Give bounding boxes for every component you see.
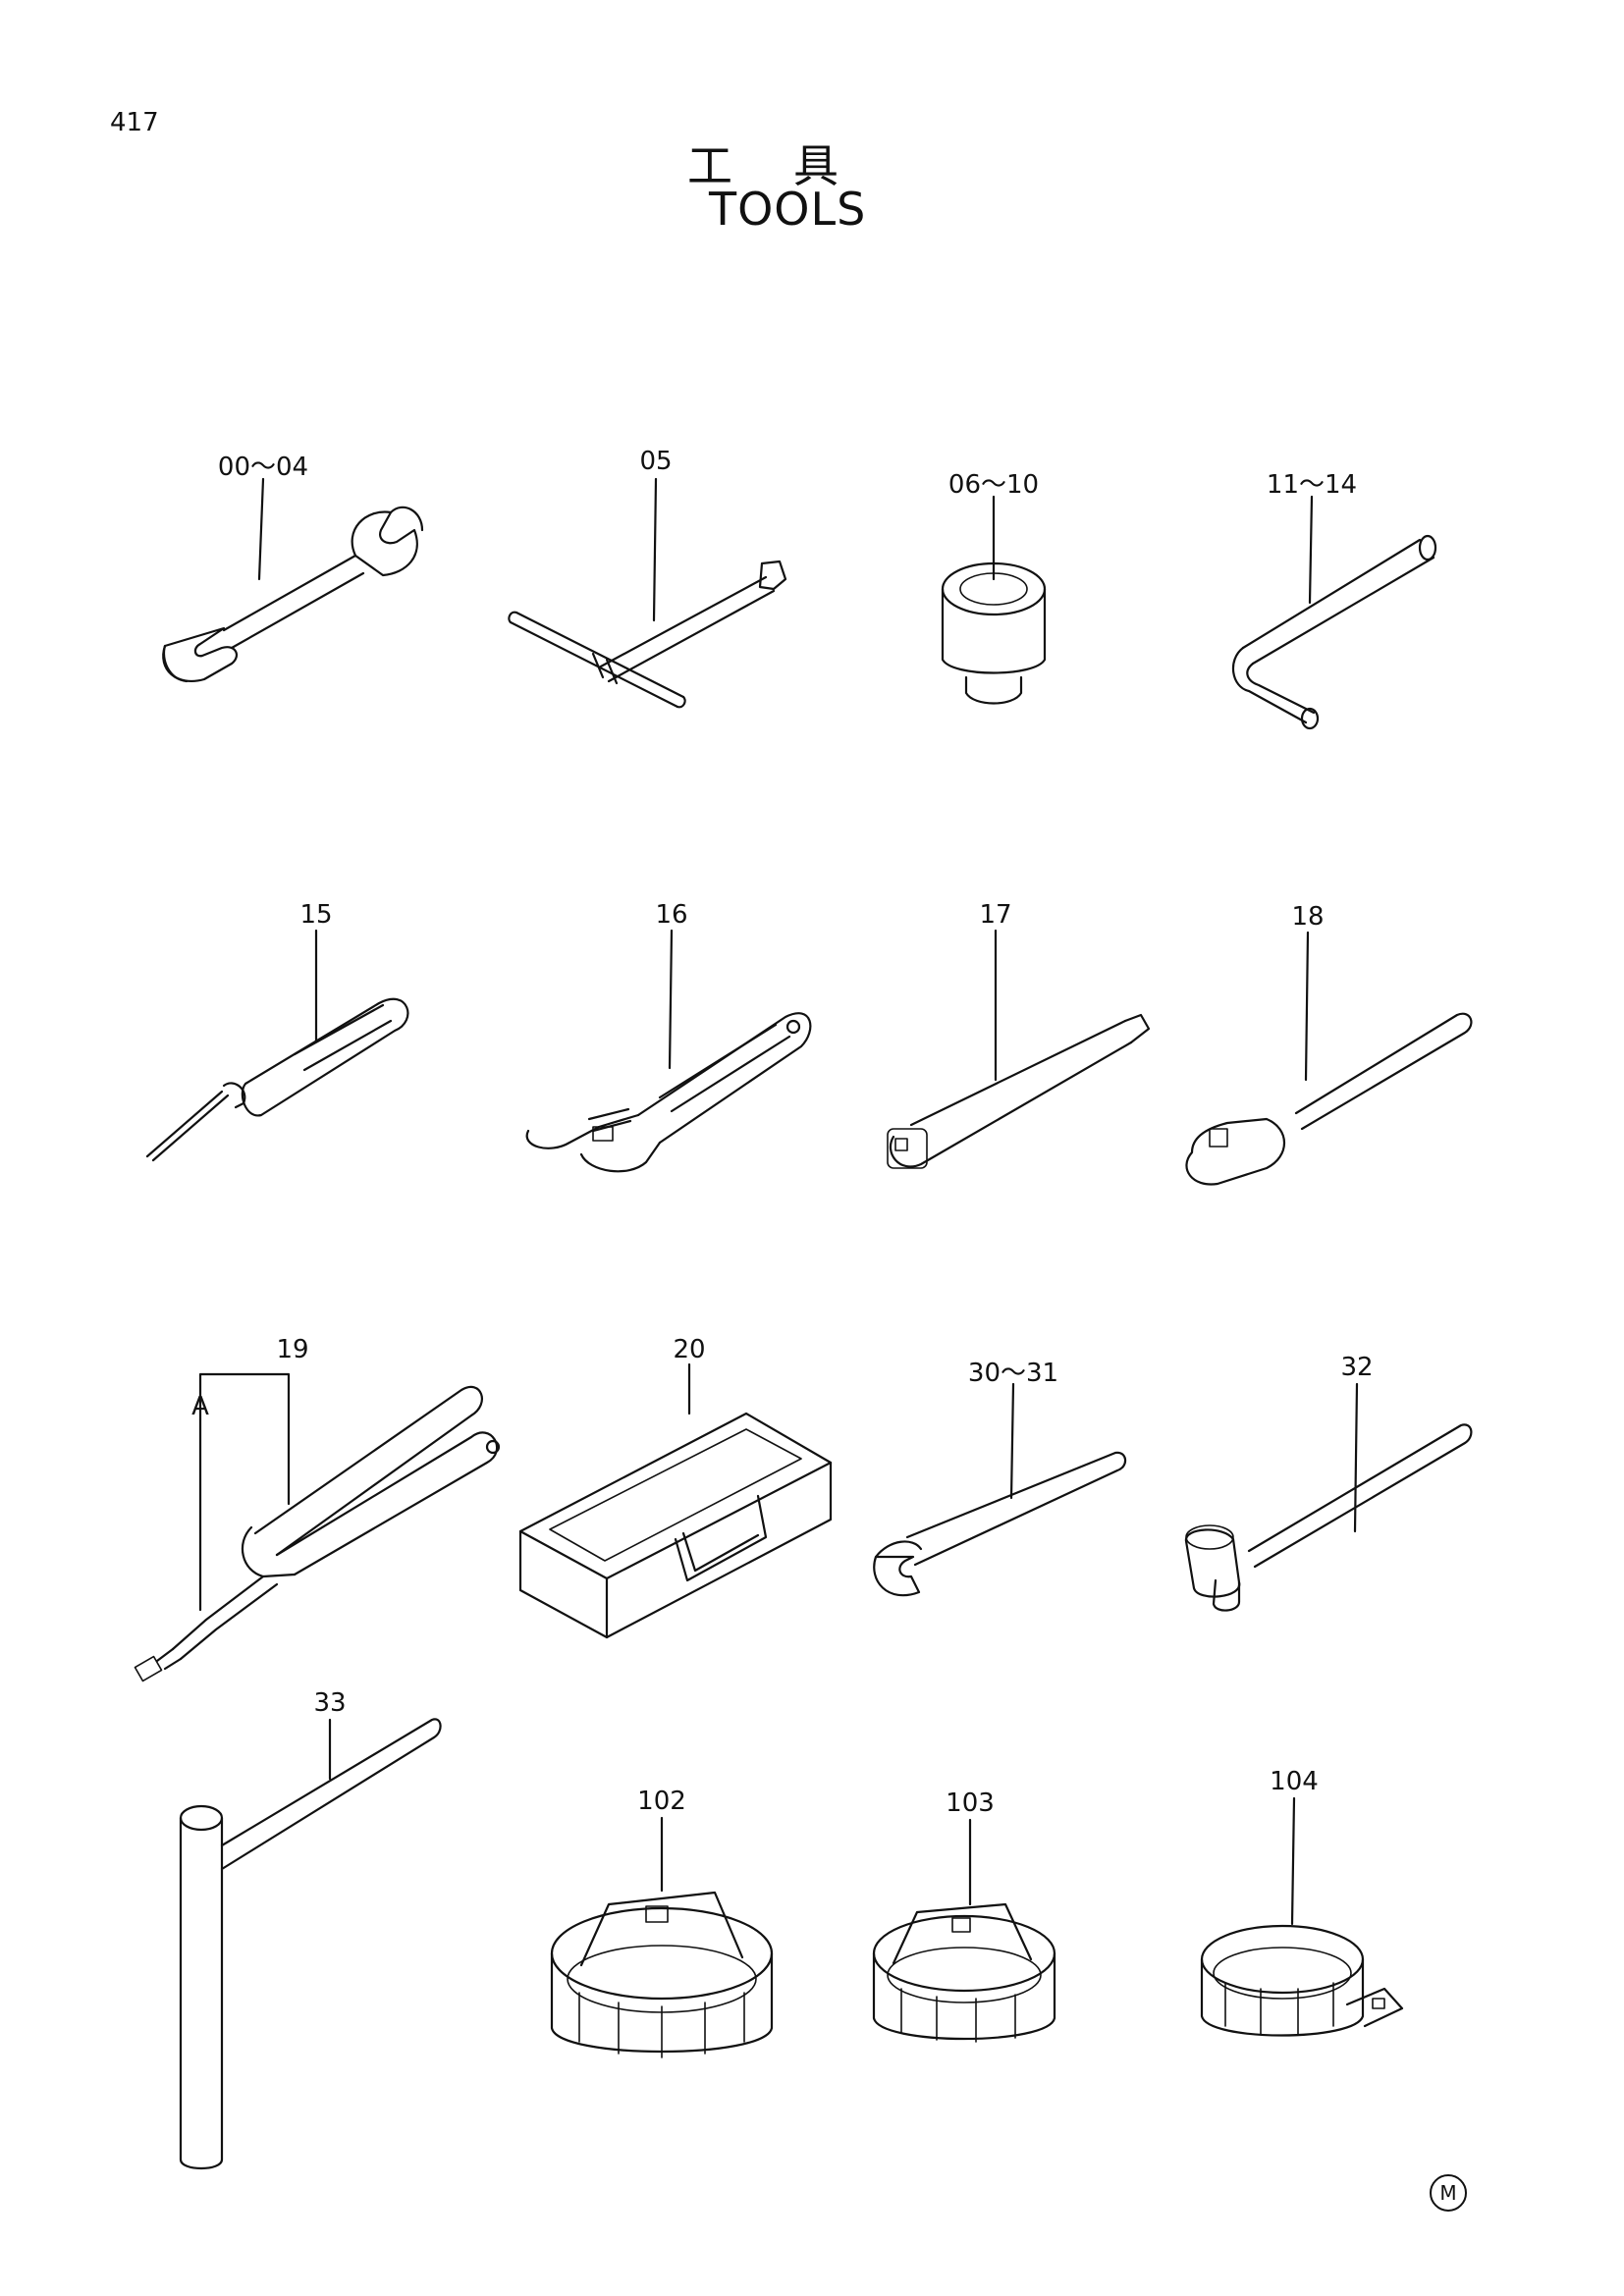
filter-wrench-102-drawing [550, 1816, 774, 2058]
spanner-drawing [162, 477, 424, 683]
callout-filter-wrench-103: 103 [946, 1789, 995, 1818]
callout-t-wrench: 05 [639, 447, 673, 476]
callout-adjustable-wrench: 16 [655, 900, 688, 930]
hex-key-drawing [1231, 495, 1437, 730]
callout-screwdriver: 15 [299, 900, 333, 930]
callout-tool-box: 20 [673, 1335, 706, 1364]
callout-grease-gun: 19 [276, 1335, 309, 1364]
hammer-drawing [1184, 1382, 1473, 1612]
page-number: 417 [110, 108, 159, 137]
callout-hex-key: 11～14 [1266, 470, 1358, 500]
socket-drawing [941, 495, 1047, 705]
callout-filter-wrench-102: 102 [637, 1787, 686, 1816]
callout-bar-handle: 33 [313, 1688, 347, 1718]
filter-wrench-104-drawing [1200, 1796, 1404, 2037]
callout-filter-wrench-104: 104 [1270, 1767, 1319, 1796]
pin-spanner-drawing [873, 1382, 1127, 1597]
title-english: TOOLS [709, 183, 867, 236]
callout-extension-bar: 17 [979, 900, 1012, 930]
adjustable-wrench-drawing [525, 929, 812, 1173]
title-japanese: 工具 [687, 139, 899, 192]
grease-gun-drawing [134, 1372, 501, 1682]
callout-ratchet-handle: 18 [1291, 902, 1325, 932]
filter-wrench-103-drawing [872, 1818, 1056, 2043]
screwdriver-drawing [145, 929, 409, 1162]
callout-spanner: 00～04 [217, 453, 309, 482]
tool-box-drawing [518, 1362, 833, 1639]
callout-socket: 06～10 [947, 470, 1040, 500]
ratchet-handle-drawing [1185, 931, 1473, 1186]
manufacturer-mark: M [1430, 2174, 1467, 2212]
callout-hammer: 32 [1340, 1353, 1374, 1382]
t-wrench-drawing [508, 477, 787, 709]
bar-handle-drawing [179, 1718, 442, 2169]
extension-bar-drawing [887, 929, 1151, 1169]
